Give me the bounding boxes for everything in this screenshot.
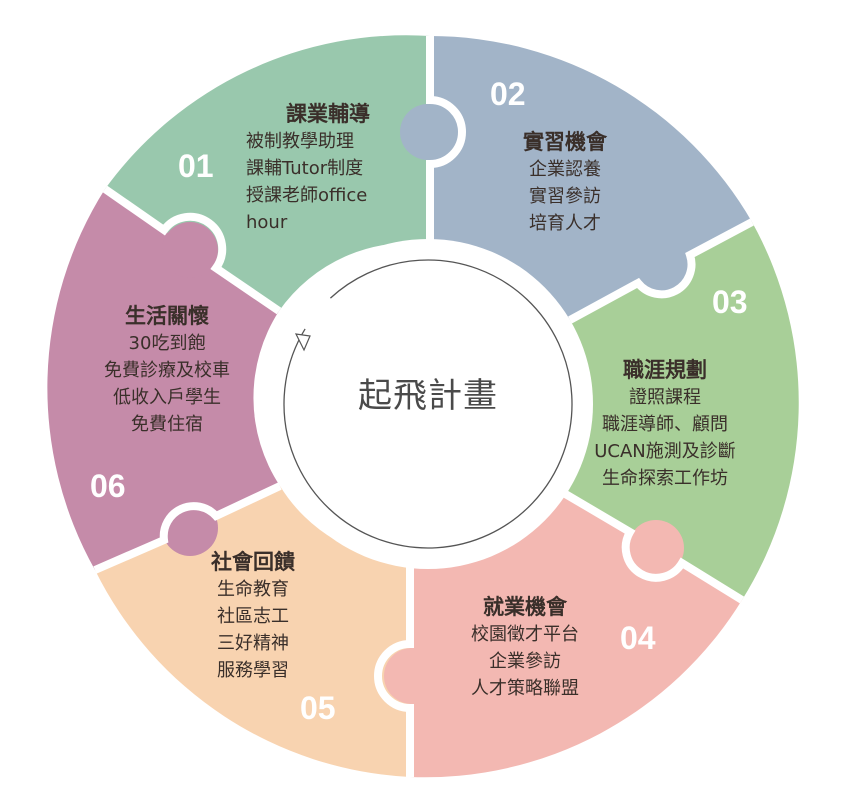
segment-06-item: 免費住宿	[131, 414, 203, 435]
knob-02-into-03	[636, 240, 692, 296]
segment-02-title: 實習機會	[523, 130, 607, 154]
segment-06-label: 生活關懷 30吃到飽 免費診療及校車 低收入戶學生 免費住宿	[72, 302, 262, 438]
segment-06-number: 06	[90, 468, 126, 504]
segment-01-item: hour	[246, 212, 288, 233]
segment-03-number: 03	[712, 284, 748, 320]
segment-04-number: 04	[620, 620, 656, 656]
segment-02-number: 02	[490, 76, 526, 112]
segment-01-number: 01	[178, 148, 214, 184]
segment-04-label: 就業機會 校園徵才平台 企業參訪 人才策略聯盟	[440, 593, 610, 702]
segment-06-item: 低收入戶學生	[113, 387, 221, 408]
segment-03-title: 職涯規劃	[623, 358, 707, 382]
segment-04-item: 企業參訪	[489, 651, 561, 672]
segment-03-item: UCAN施測及診斷	[594, 441, 736, 462]
segment-05-number: 05	[300, 690, 336, 726]
segment-05-title: 社會回饋	[211, 550, 295, 574]
segment-05-item: 生命教育	[217, 579, 289, 600]
segment-01-item: 課輔Tutor制度	[246, 158, 364, 179]
center-title: 起飛計畫	[358, 376, 498, 416]
segment-01-item: 授課老師office	[246, 185, 368, 206]
segment-01-label: 課業輔導 被制教學助理 課輔Tutor制度 授課老師office hour	[238, 100, 418, 236]
segment-05-item: 三好精神	[217, 633, 289, 654]
segment-05-shape	[95, 486, 410, 777]
arrow-head-icon	[294, 333, 311, 352]
segment-03-item: 證照課程	[629, 387, 701, 408]
segment-05-item: 社區志工	[217, 606, 289, 627]
segment-02-item: 實習參訪	[529, 186, 601, 207]
knob-04-into-03	[628, 520, 684, 576]
segment-03-item: 生命探索工作坊	[602, 468, 728, 489]
segment-05-item: 服務學習	[217, 660, 289, 681]
segment-01-item: 被制教學助理	[246, 131, 354, 152]
segment-06-title: 生活關懷	[125, 304, 209, 328]
knob-06-into-01	[162, 222, 218, 278]
knob-02-into-01	[400, 104, 456, 160]
segment-02-item: 企業認養	[529, 159, 601, 180]
segment-05-label: 社會回饋 生命教育 社區志工 三好精神 服務學習	[188, 548, 318, 684]
segment-02-item: 培育人才	[529, 213, 601, 234]
segment-02-label: 實習機會 企業認養 實習參訪 培育人才	[490, 128, 640, 237]
knob-04-into-05	[384, 648, 440, 704]
segment-03-label: 職涯規劃 證照課程 職涯導師、顧問 UCAN施測及診斷 生命探索工作坊	[575, 356, 755, 492]
segment-06-shape	[47, 189, 280, 570]
segment-06-item: 30吃到飽	[128, 333, 206, 354]
segment-06-item: 免費診療及校車	[104, 360, 230, 381]
segment-03-item: 職涯導師、顧問	[602, 414, 728, 435]
segment-04-item: 校園徵才平台	[471, 624, 579, 645]
segment-03-shape	[562, 222, 799, 600]
segment-04-title: 就業機會	[483, 595, 567, 619]
segment-04-item: 人才策略聯盟	[471, 678, 579, 699]
segment-01-title: 課業輔導	[286, 102, 370, 126]
